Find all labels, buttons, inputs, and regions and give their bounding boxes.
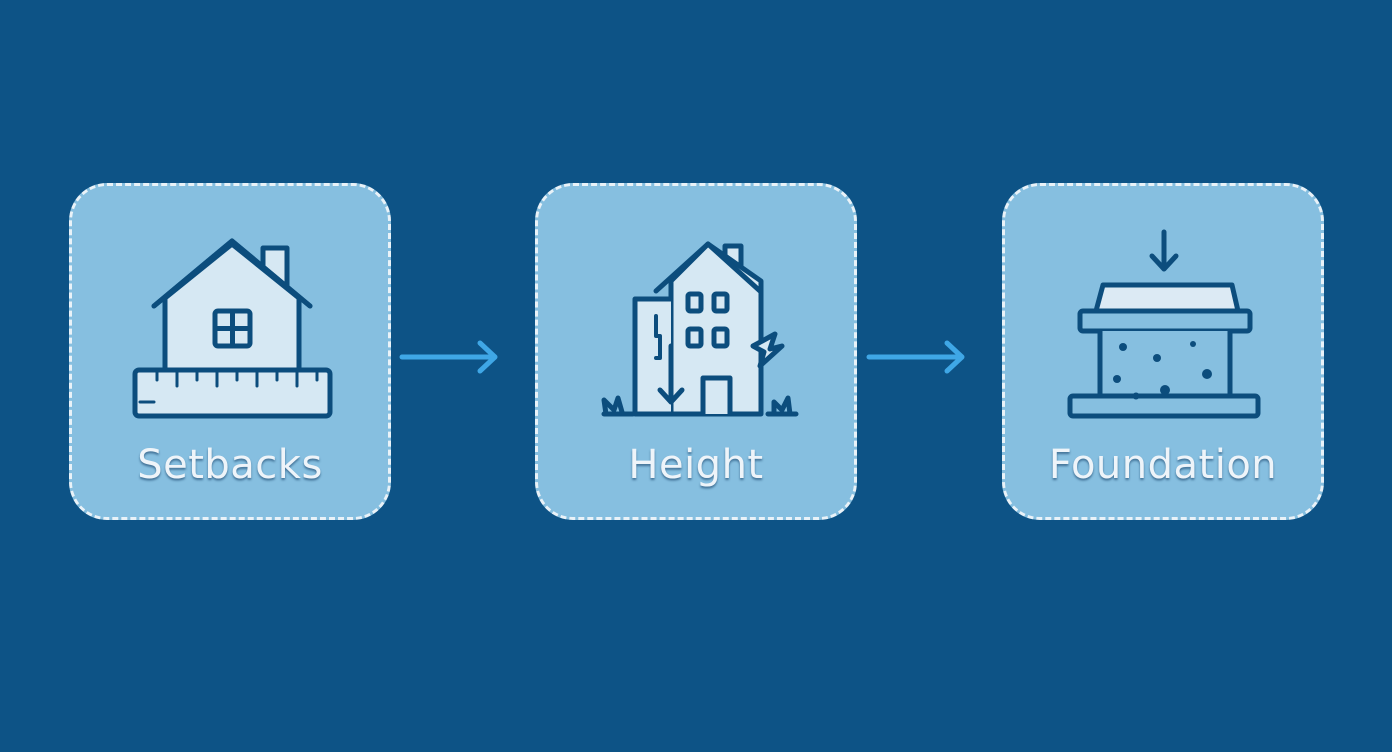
arrow-right-icon: [399, 340, 498, 374]
step-card-setbacks: Setbacks: [69, 183, 391, 520]
step-label: Height: [628, 442, 764, 488]
tall-building-icon: [601, 241, 799, 417]
foundation-block-icon: [1067, 229, 1261, 419]
step-card-foundation: Foundation: [1002, 183, 1324, 520]
step-label: Setbacks: [137, 442, 323, 488]
arrow-right-icon: [866, 340, 965, 374]
step-card-height: Height: [535, 183, 857, 520]
house-with-ruler-icon: [132, 238, 333, 419]
step-label: Foundation: [1048, 442, 1278, 488]
